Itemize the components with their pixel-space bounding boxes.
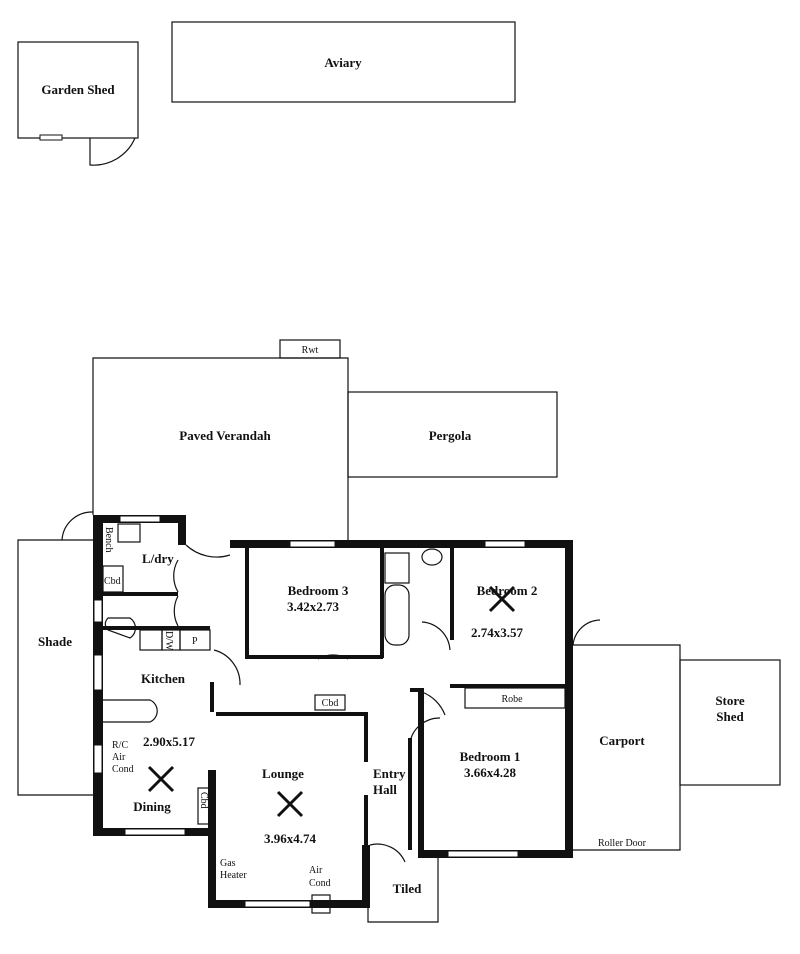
house-walls [93,515,573,908]
label-bedroom3-size: 3.42x2.73 [287,599,340,614]
toilet-icon [421,548,443,566]
label-tiled: Tiled [393,881,422,896]
label-laundry: L/dry [142,551,174,566]
label-entry: Entry [373,766,406,781]
label-bedroom1-size: 3.66x4.28 [464,765,517,780]
label-rc: R/C [112,740,128,751]
ceiling-fan-icon [147,585,516,818]
aviary: Aviary [171,21,516,103]
label-gas: Gas [220,858,236,869]
label-aviary: Aviary [324,55,362,70]
shower-icon [384,552,410,584]
label-dining-cbd: Cbd [198,792,209,809]
cooktop-icon [139,629,163,651]
label-bench: Bench [103,527,114,553]
label-bedroom2-size: 2.74x3.57 [471,625,524,640]
label-pergola: Pergola [429,428,472,443]
label-rwt: Rwt [302,345,319,356]
label-shade: Shade [38,634,72,649]
label-store: Store [715,693,745,708]
label-dining: Dining [133,799,171,814]
label-dishwasher: D/W [163,631,174,651]
label-pantry: P [192,636,198,647]
pergola [347,391,558,478]
label-laundry-cbd: Cbd [104,576,121,587]
label-bedroom3: Bedroom 3 [288,583,349,598]
label-hall: Hall [373,782,397,797]
label-garden-shed: Garden Shed [41,82,115,97]
label-cond: Cond [309,878,331,889]
label-paved-verandah: Paved Verandah [179,428,271,443]
label-bedroom1: Bedroom 1 [460,749,521,764]
label-kitchen: Kitchen [141,671,186,686]
label-carport: Carport [599,733,645,748]
label-hall-cbd: Cbd [322,698,339,709]
label-kitchen-dining-size: 2.90x5.17 [143,734,196,749]
label-air: Air [309,865,323,876]
bath-icon [384,584,410,646]
label-lounge-size: 3.96x4.74 [264,831,317,846]
label-heater: Heater [220,870,247,881]
label-lounge: Lounge [262,766,304,781]
label-rc-air: Air [112,752,126,763]
toilet-icon [104,617,136,639]
label-rc-cond: Cond [112,764,134,775]
label-roller-door: Roller Door [598,838,647,849]
label-robe: Robe [501,694,523,705]
garden-shed: Garden Shed [17,41,139,166]
label-bedroom2: Bedroom 2 [477,583,538,598]
label-shed: Shed [716,709,744,724]
